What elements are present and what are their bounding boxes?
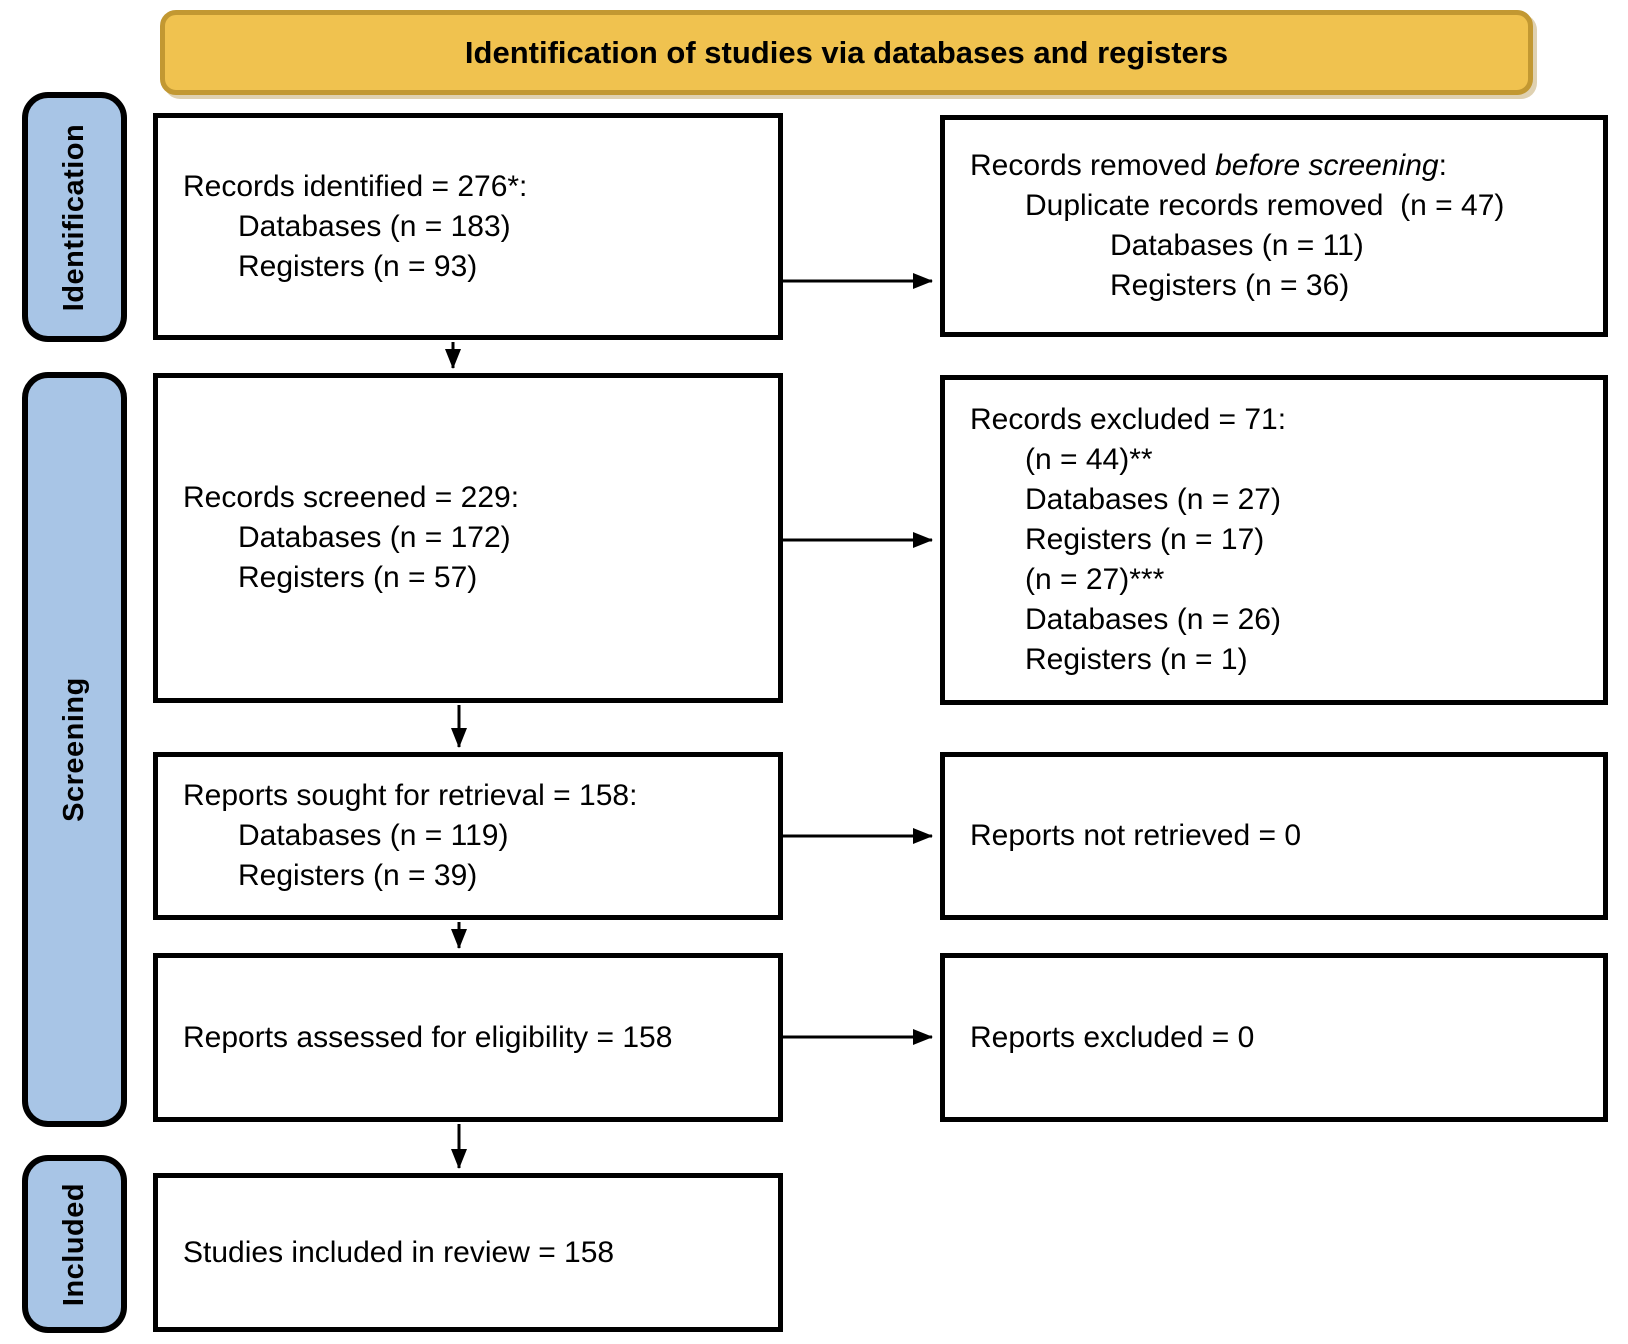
- box-reports-assessed: Reports assessed for eligibility = 158: [153, 953, 783, 1122]
- records-identified-line: Records identified = 276*:: [183, 169, 528, 203]
- reports-assessed-line: Reports assessed for eligibility = 158: [183, 1020, 673, 1054]
- stage-label-included: Included: [22, 1155, 127, 1333]
- records-identified-line: Registers (n = 93): [238, 249, 478, 283]
- records-removed-line: Registers (n = 36): [1110, 269, 1350, 302]
- stage-label-screening: Screening: [22, 372, 127, 1127]
- records-screened-line: Records screened = 229:: [183, 481, 520, 514]
- reports-sought-line: Databases (n = 119): [238, 819, 509, 852]
- records-identified-line: Databases (n = 183): [238, 209, 511, 243]
- reports-excluded-line: Reports excluded = 0: [970, 1020, 1255, 1054]
- box-studies-included: Studies included in review = 158: [153, 1173, 783, 1332]
- records-excluded-line: (n = 44)**: [1025, 443, 1153, 476]
- box-reports-not-retrieved: Reports not retrieved = 0: [940, 752, 1608, 920]
- stage-label-text: Included: [58, 1182, 91, 1306]
- records-removed-line: Databases (n = 11): [1110, 229, 1364, 262]
- box-records-screened: Records screened = 229: Databases (n = 1…: [153, 373, 783, 703]
- stage-label-identification: Identification: [22, 92, 127, 342]
- records-removed-title-prefix: Records removed: [970, 149, 1216, 182]
- records-removed-title-italic: before screening: [1215, 149, 1439, 182]
- records-excluded-line: Databases (n = 26): [1025, 603, 1281, 636]
- records-excluded-line: Records excluded = 71:: [970, 403, 1287, 436]
- stage-label-text: Screening: [58, 677, 90, 822]
- box-reports-sought: Reports sought for retrieval = 158: Data…: [153, 752, 783, 920]
- records-removed-title-suffix: :: [1438, 149, 1447, 182]
- stage-label-text: Identification: [58, 123, 91, 311]
- reports-not-retrieved-line: Reports not retrieved = 0: [970, 819, 1302, 852]
- records-screened-line: Databases (n = 172): [238, 521, 511, 554]
- box-records-removed: Records removed before screening: Duplic…: [940, 115, 1608, 337]
- reports-sought-line: Registers (n = 39): [238, 859, 478, 892]
- records-screened-line: Registers (n = 57): [238, 561, 478, 594]
- records-excluded-line: Registers (n = 1): [1025, 643, 1248, 676]
- records-excluded-line: (n = 27)***: [1025, 563, 1165, 596]
- diagram-title: Identification of studies via databases …: [464, 34, 1229, 70]
- diagram-title-banner: Identification of studies via databases …: [160, 10, 1533, 95]
- records-removed-line: Duplicate records removed (n = 47): [1025, 189, 1505, 222]
- box-reports-excluded: Reports excluded = 0: [940, 953, 1608, 1122]
- box-records-excluded: Records excluded = 71: (n = 44)** Databa…: [940, 375, 1608, 705]
- reports-sought-line: Reports sought for retrieval = 158:: [183, 779, 638, 812]
- records-excluded-line: Databases (n = 27): [1025, 483, 1281, 516]
- records-excluded-line: Registers (n = 17): [1025, 523, 1265, 556]
- box-records-identified: Records identified = 276*: Databases (n …: [153, 113, 783, 340]
- studies-included-line: Studies included in review = 158: [183, 1235, 615, 1269]
- records-removed-title-line: Records removed before screening:: [970, 146, 1593, 186]
